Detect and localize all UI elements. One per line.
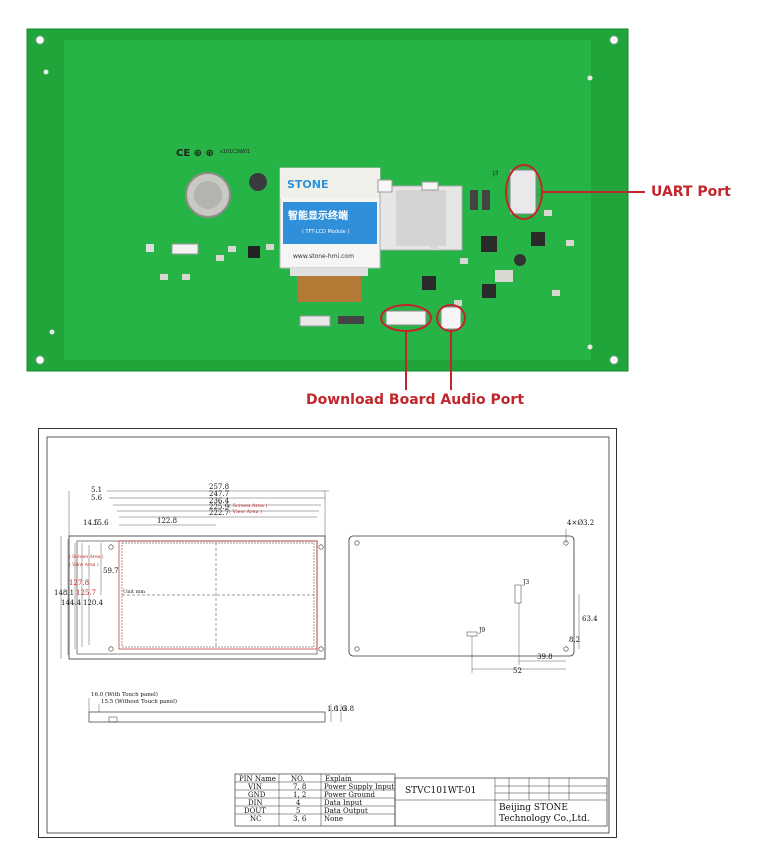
dim-left-5: 120.4: [83, 599, 104, 607]
side-label-1: 16.0 (With Touch panel): [91, 692, 158, 698]
pin-header-explain: Explain: [325, 775, 352, 783]
pin-row-2-explain: Power Ground: [324, 791, 375, 799]
dim-top-4: 225.9: [209, 503, 230, 511]
side-dim-2: 1.6: [335, 705, 347, 713]
download-board-callout: Download Board Audio Port: [306, 392, 525, 408]
cert-marks: CE ⊕ ⊕: [176, 148, 214, 159]
pin-row-4-no: 5: [296, 807, 301, 815]
pin-row-3-name: DIN: [248, 799, 263, 807]
dim-small-4: 15.6: [93, 519, 109, 527]
dim-top-5: 222.7: [209, 509, 230, 517]
pin-row-5-name: NC: [250, 815, 262, 823]
board-serial: s101C3W01: [220, 149, 251, 155]
sticker-url: www.stone-hmi.com: [293, 253, 354, 260]
dim-top-3: 236.4: [209, 497, 230, 505]
pcb-board-graphic: [26, 28, 645, 390]
side-dim-1: 1.6: [327, 705, 339, 713]
pin-row-5-explain: None: [324, 815, 343, 823]
rear-dim-3: 39.8: [537, 653, 553, 661]
rear-label-j3: J3: [523, 579, 530, 586]
dim-left-label-2: ( View Area ): [69, 563, 99, 568]
connector-label: J3: [493, 170, 499, 177]
pin-row-1-explain: Power Supply Input: [324, 783, 395, 791]
dim-left-2: 144.4: [61, 599, 82, 607]
dim-left-4: 125.7: [76, 589, 97, 597]
rear-dim-1: 63.4: [582, 615, 598, 623]
pin-row-4-explain: Data Output: [324, 807, 368, 815]
dim-left-6: 59.7: [103, 567, 119, 575]
company-line-2: Technology Co.,Ltd.: [499, 814, 590, 824]
rear-label-j9: J9: [479, 627, 486, 634]
dim-left-1: 148.1: [54, 589, 75, 597]
sticker-cn: 智能显示终端: [288, 211, 348, 222]
dim-top-6: 122.8: [157, 517, 178, 525]
dim-top-1: 257.8: [209, 483, 230, 491]
hole-note: 4×Ø3.2: [567, 519, 595, 527]
pin-row-1-name: VIN: [248, 783, 262, 791]
side-label-2: 15.5 (Without Touch panel): [101, 699, 177, 705]
pin-row-4-name: DOUT: [244, 807, 266, 815]
dim-top-5-label: ( View Area ): [229, 509, 262, 515]
unit-note: Unit mm: [123, 589, 146, 595]
uart-port-callout: UART Port: [651, 184, 731, 200]
pin-row-2-name: GND: [248, 791, 266, 799]
sticker-brand: STONE: [287, 178, 329, 191]
pcb-photo: CE ⊕ ⊕ s101C3W01 STONE 智能显示终端 ( TFT-LCD …: [0, 0, 762, 420]
pin-row-3-no: 4: [296, 799, 301, 807]
pin-row-1-no: 7, 8: [293, 783, 307, 791]
dim-small-1: 5.1: [91, 486, 103, 494]
side-dim-3: 3.8: [343, 705, 355, 713]
technical-drawing: 257.8 247.7 236.4 225.9 ( Screen Area ) …: [38, 428, 617, 838]
pin-header-no: NO.: [291, 775, 305, 783]
sticker-sub: ( TFT-LCD Module ): [302, 229, 350, 235]
pin-row-5-no: 3, 6: [293, 815, 307, 823]
dim-small-2: 5.6: [91, 494, 103, 502]
dim-top-4-label: ( Screen Area ): [229, 503, 268, 509]
dim-small-3: 14.5: [83, 519, 99, 527]
rear-dim-2: 8.2: [569, 636, 581, 644]
rear-dim-4: 52: [513, 667, 522, 675]
dim-top-2: 247.7: [209, 490, 230, 498]
dim-left-label-1: ( Screen Area ): [69, 555, 104, 560]
pin-header-name: PIN Name: [239, 775, 276, 783]
model-number: STVC101WT-01: [405, 786, 477, 796]
drawing-lines: [46, 436, 610, 834]
company-line-1: Beijing STONE: [499, 803, 568, 813]
dim-left-3: 127.8: [69, 579, 90, 587]
pin-row-2-no: 1, 2: [293, 791, 307, 799]
pin-row-3-explain: Data Input: [324, 799, 363, 807]
